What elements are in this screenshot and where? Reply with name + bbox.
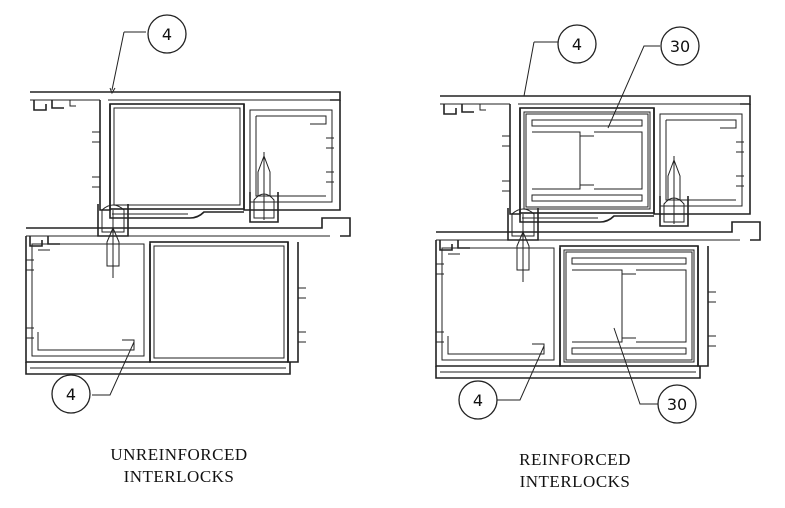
caption-reinforced-line1: REINFORCED bbox=[519, 450, 631, 469]
reinforced-interlock-profile bbox=[435, 95, 761, 379]
callout-right-bottom-reinforcement-label: 30 bbox=[667, 395, 687, 414]
caption-unreinforced-line1: UNREINFORCED bbox=[110, 445, 248, 464]
callout-left-top-label: 4 bbox=[162, 25, 172, 44]
caption-reinforced-line2: INTERLOCKS bbox=[519, 472, 631, 491]
leader-right-bottom bbox=[497, 345, 545, 401]
callout-left-top: 4 bbox=[147, 14, 187, 54]
leader-right-top bbox=[523, 41, 558, 97]
callout-right-bottom-label: 4 bbox=[473, 391, 483, 410]
leader-right-bottom-reinf bbox=[613, 327, 658, 405]
callout-right-top-label: 4 bbox=[572, 35, 582, 54]
leader-left-bottom bbox=[92, 341, 135, 396]
caption-reinforced: REINFORCED INTERLOCKS bbox=[500, 449, 650, 493]
reinforcement-insert-bottom bbox=[565, 251, 693, 361]
callout-left-bottom: 4 bbox=[51, 374, 91, 414]
caption-unreinforced: UNREINFORCED INTERLOCKS bbox=[104, 444, 254, 488]
unreinforced-interlock-profile bbox=[25, 91, 351, 375]
callout-left-bottom-label: 4 bbox=[66, 385, 76, 404]
reinforcement-insert-top bbox=[525, 113, 649, 208]
callout-right-bottom-reinforcement: 30 bbox=[657, 384, 697, 424]
callout-right-top: 4 bbox=[557, 24, 597, 64]
callout-right-top-reinforcement: 30 bbox=[660, 26, 700, 66]
callout-right-top-reinforcement-label: 30 bbox=[670, 37, 690, 56]
leader-right-top-reinf bbox=[607, 45, 660, 129]
callout-right-bottom: 4 bbox=[458, 380, 498, 420]
leader-left-top bbox=[111, 31, 146, 91]
caption-unreinforced-line2: INTERLOCKS bbox=[123, 467, 235, 486]
